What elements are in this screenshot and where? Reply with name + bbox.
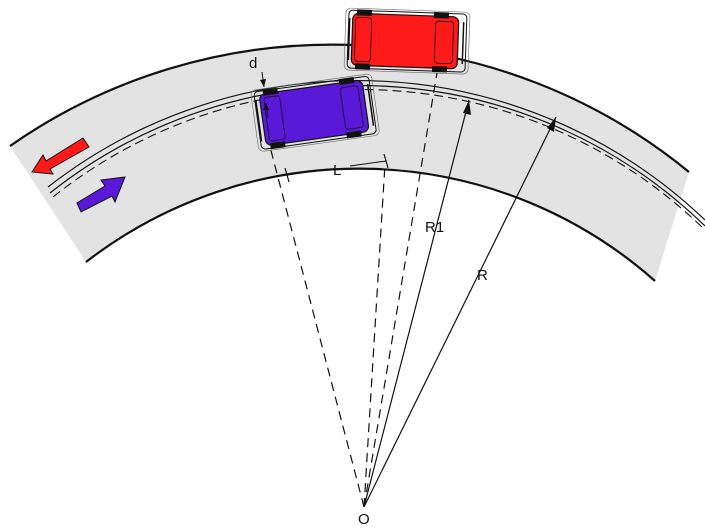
dimension-L-line [284,153,389,183]
dashed-line-to-blue-front [363,163,386,508]
label-L: L [333,162,341,179]
center-line-outer [47,79,705,221]
radius-R1 [363,99,471,508]
dashed-line-to-blue-rear [268,142,365,508]
dimension-d-marker [260,71,269,119]
red-car [343,7,471,75]
dashed-line-to-red-car [363,72,438,508]
label-R1: R1 [425,219,444,236]
arrow-up-right-icon [76,176,126,213]
radius-R [363,116,557,508]
label-O: O [358,511,370,528]
center-line-inner [49,84,705,227]
road-inner-edge [85,167,656,282]
blue-car [250,73,380,152]
label-R: R [477,267,488,284]
road-surface [10,44,689,281]
lane-dashed-line [52,88,705,231]
arrow-down-left-icon [31,137,90,175]
label-d: d [249,55,257,72]
